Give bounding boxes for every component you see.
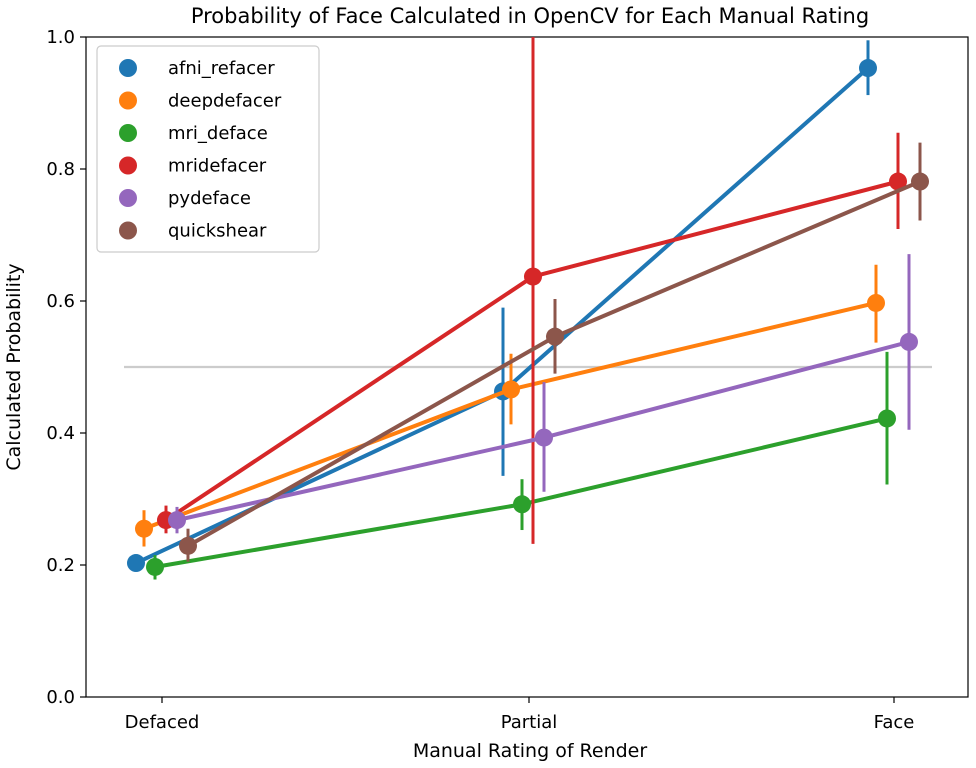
data-point [900, 332, 918, 351]
y-axis-label: Calculated Probability [3, 263, 25, 470]
data-point [135, 519, 153, 538]
y-tick-label: 0.8 [46, 159, 75, 180]
legend-label: deepdefacer [168, 91, 282, 112]
legend-label: mridefacer [168, 156, 267, 177]
legend-label: pydeface [168, 188, 251, 209]
data-point [524, 267, 542, 286]
legend-marker [119, 91, 137, 110]
data-point [502, 380, 520, 399]
data-point [127, 554, 145, 573]
y-tick-label: 1.0 [46, 27, 75, 48]
legend-label: mri_deface [168, 123, 268, 144]
legend-box [96, 45, 320, 253]
data-point [859, 59, 877, 78]
legend-marker [119, 189, 137, 207]
legend-marker [119, 156, 137, 175]
legend-label: quickshear [168, 221, 267, 242]
data-point [889, 172, 907, 191]
legend-label: afni_refacer [168, 58, 275, 79]
x-axis-label: Manual Rating of Render [413, 740, 648, 762]
y-tick-label: 0.4 [46, 423, 75, 444]
data-point [878, 409, 896, 428]
y-tick-label: 0.2 [46, 555, 75, 576]
legend-marker [119, 124, 137, 142]
series-quickshear [179, 142, 929, 562]
legend-marker [119, 221, 137, 240]
data-point [179, 536, 197, 555]
y-tick-label: 0.6 [46, 291, 75, 312]
x-tick-label: Partial [501, 712, 558, 733]
data-point [535, 428, 553, 447]
x-tick-label: Face [874, 712, 915, 733]
legend: afni_refacer deepdefacer mri_defacemridefa… [96, 45, 320, 253]
data-point [146, 557, 164, 576]
x-tick-label: Defaced [125, 712, 200, 733]
series-deepdefacer [135, 264, 885, 547]
axes-frame [85, 36, 969, 698]
series-pydeface [168, 254, 918, 534]
data-point [513, 495, 531, 514]
data-point [911, 172, 929, 191]
data-point [168, 511, 186, 530]
legend-marker [119, 59, 137, 77]
series-mridefacer [157, 37, 907, 544]
y-tick-label: 0.0 [46, 687, 75, 708]
data-point [546, 327, 564, 346]
series-mri_deface [146, 351, 896, 580]
chart-title: Probability of Face Calculated in OpenCV… [191, 4, 869, 28]
data-point [867, 293, 885, 312]
